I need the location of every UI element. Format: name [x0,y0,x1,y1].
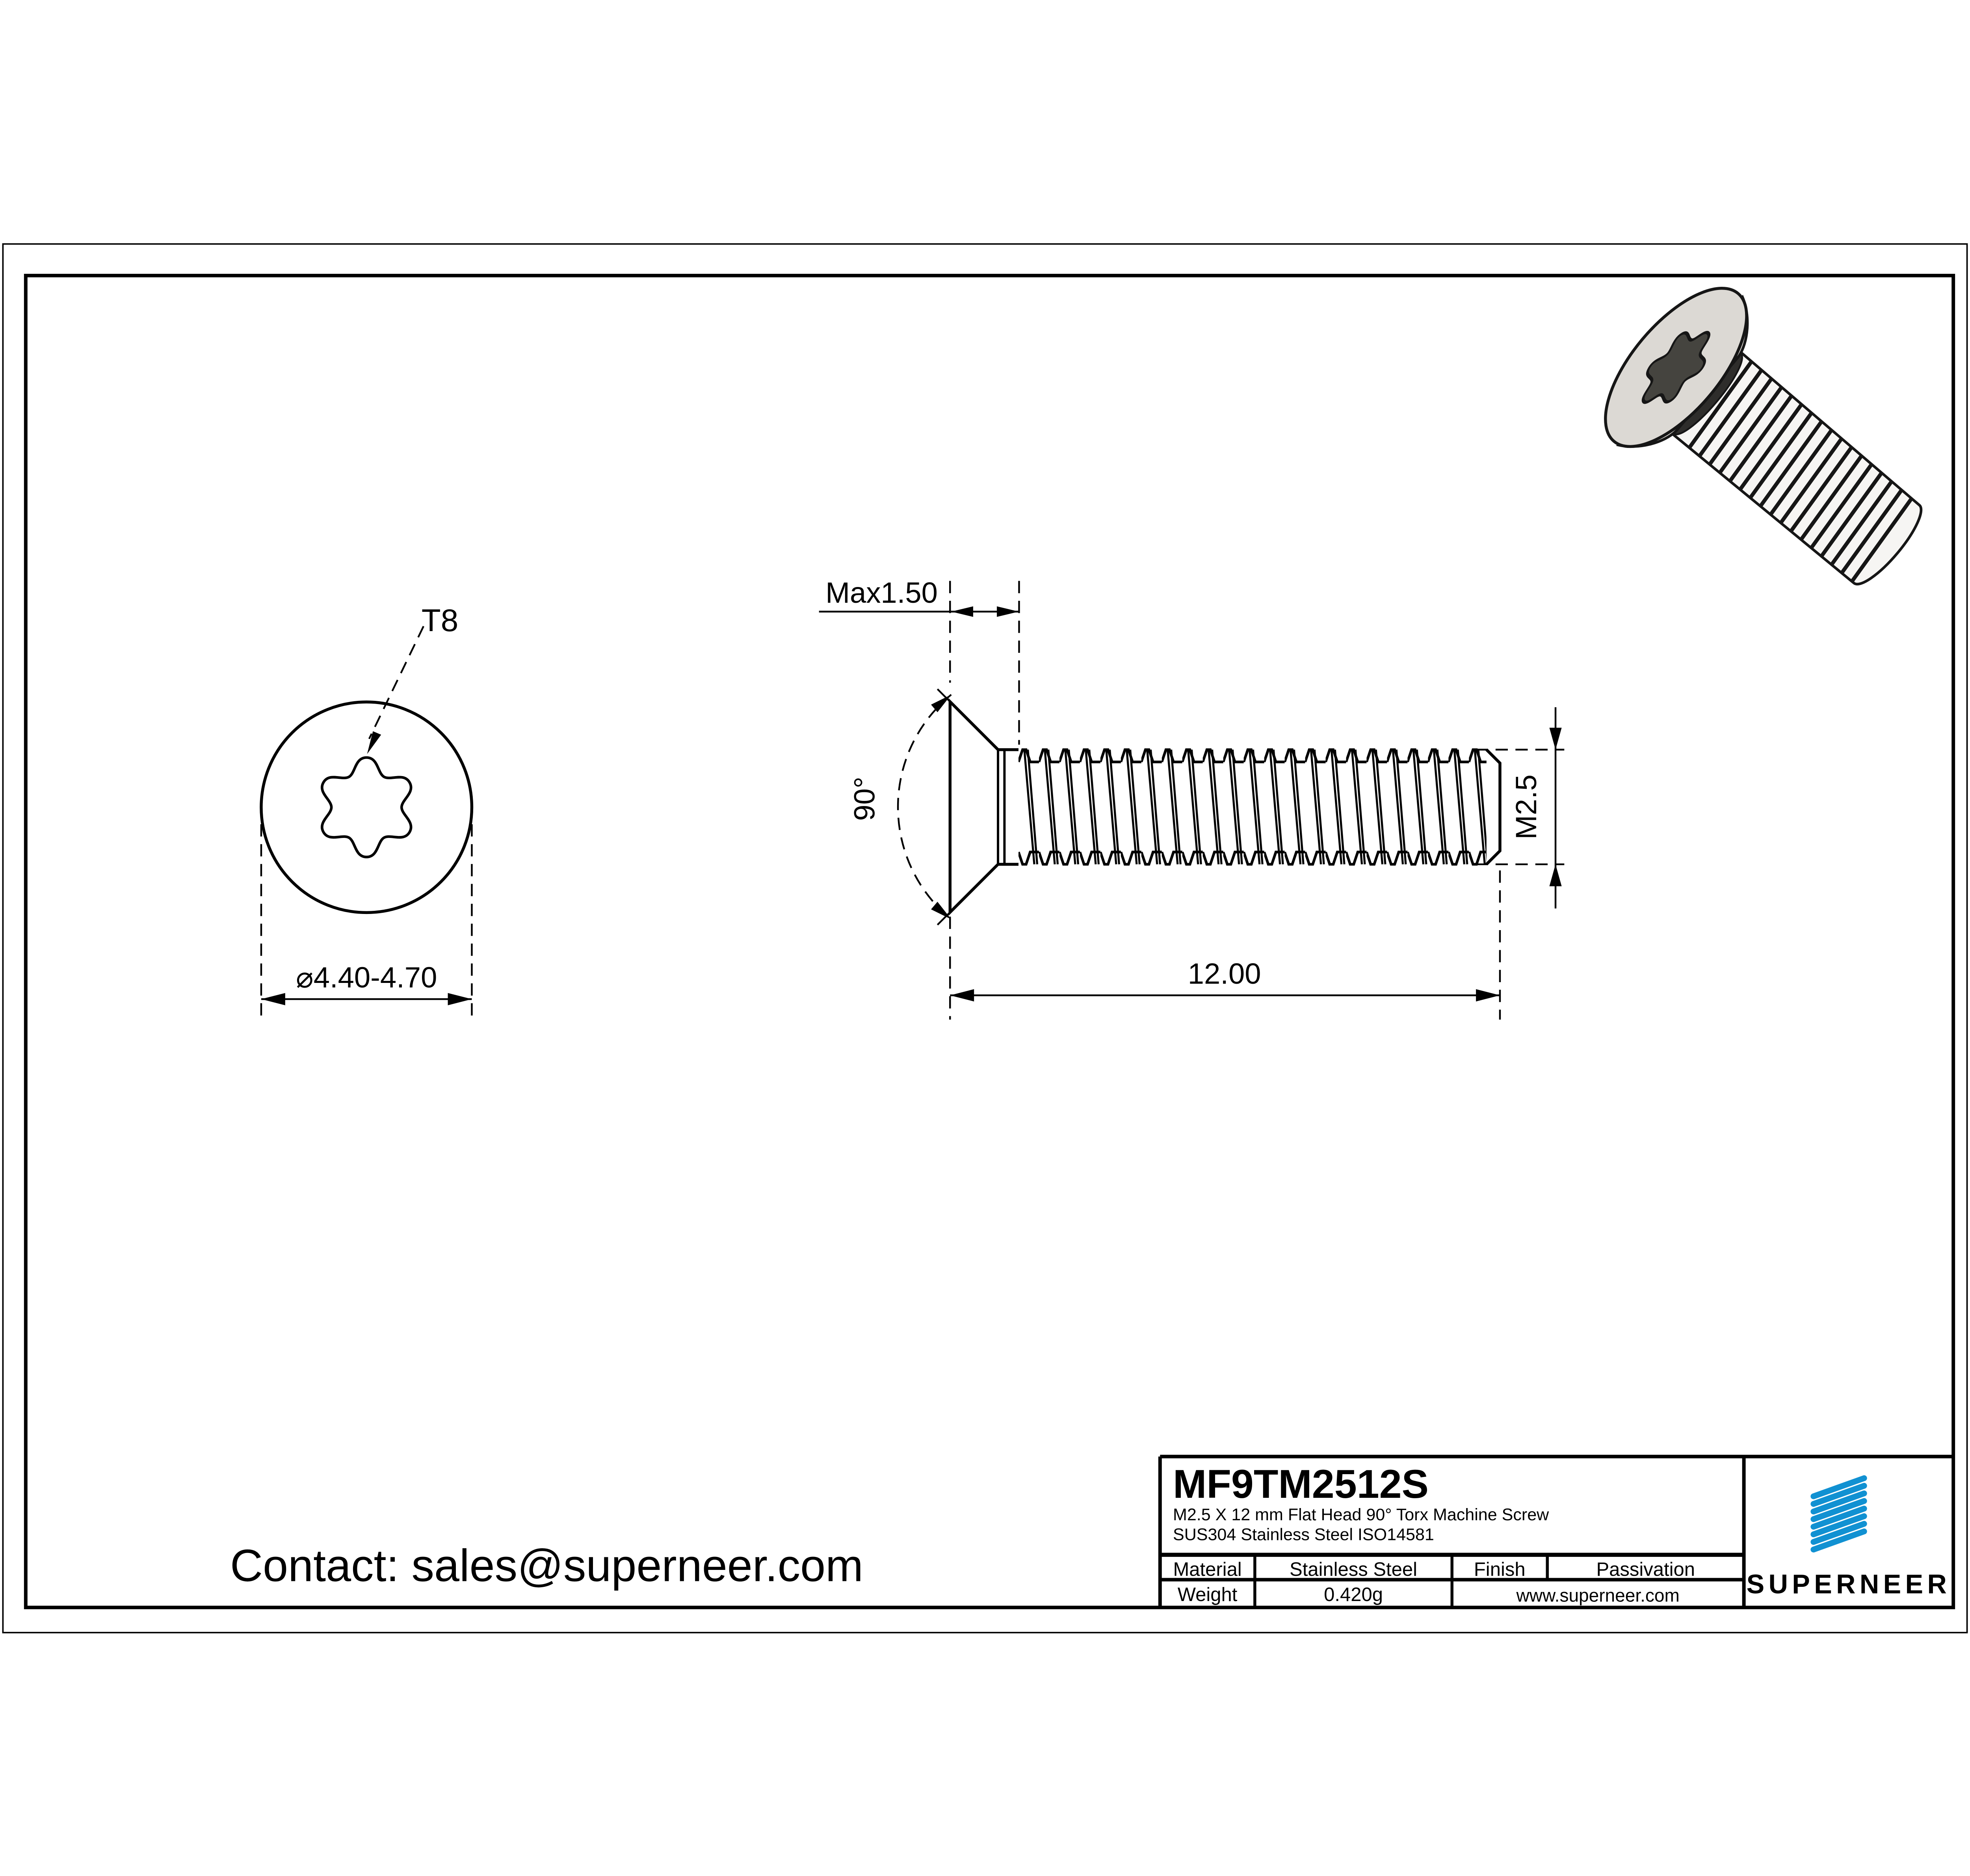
countersink-angle-label: 90° [848,777,881,821]
top-view: T8 ⌀4.40-4.70 [260,602,474,1021]
length-label: 12.00 [1188,957,1261,990]
description-line2: SUS304 Stainless Steel ISO14581 [1173,1525,1434,1544]
dim-arrowhead-icon [950,989,974,1002]
thread-end-chamfer [1485,749,1502,866]
paper-background [0,241,1970,1635]
finish-label: Finish [1474,1559,1526,1580]
arc-arrowhead-icon [931,695,952,712]
corner-tick [937,905,958,926]
angle-arc [897,694,952,920]
description-line1: M2.5 X 12 mm Flat Head 90° Torx Machine … [1173,1505,1549,1524]
material-label: Material [1173,1559,1241,1580]
dim-arrowhead-icon [1476,989,1500,1002]
corner-tick [937,688,958,710]
contact-text: Contact: sales@superneer.com [230,1541,863,1591]
dim-arrowhead-icon [951,606,973,617]
title-block: MF9TM2512S M2.5 X 12 mm Flat Head 90° To… [1158,1454,1953,1608]
brand-name: SUPERNEER [1747,1570,1951,1599]
dim-arrowhead-icon [1549,864,1562,886]
website-link[interactable]: www.superneer.com [1516,1585,1680,1605]
drive-size-label: T8 [422,602,459,638]
material-value: Stainless Steel [1290,1559,1417,1580]
weight-label: Weight [1178,1584,1238,1605]
dim-arrowhead-icon [997,606,1019,617]
dim-arrowhead-icon [448,993,472,1005]
thread-pattern [1018,747,1487,867]
part-number: MF9TM2512S [1173,1461,1429,1506]
head-profile [948,698,1019,916]
arc-arrowhead-icon [931,901,952,919]
weight-value: 0.420g [1324,1584,1383,1605]
leader-line [368,626,424,739]
screw-3d-render [1604,287,1923,586]
head-height-label: Max1.50 [825,576,938,609]
thread-stripes-3d [1688,361,1913,583]
thread-size-label: M2.5 [1510,775,1543,840]
superneer-logo-icon [1810,1475,1867,1553]
head-outline-circle [260,700,474,914]
dim-arrowhead-icon [1549,728,1562,750]
dim-arrowhead-icon [261,993,285,1005]
leader-arrowhead-icon [367,731,381,754]
finish-value: Passivation [1596,1559,1695,1580]
drawing-frame [24,274,1955,1609]
head-diameter-label: ⌀4.40-4.70 [296,961,437,994]
outer-border [2,243,1968,1634]
side-view: Max1.50 90° M2.5 12.00 [819,576,1565,1020]
